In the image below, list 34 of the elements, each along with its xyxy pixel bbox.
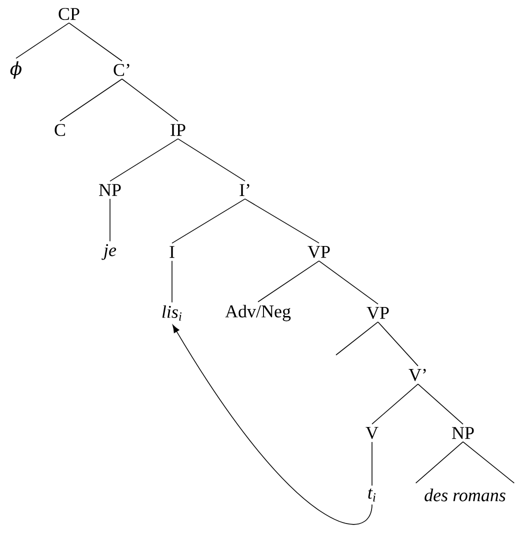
tree-label: lis$_{i}$ [162,305,182,321]
tree-label: Adv/Neg [225,304,291,322]
tree-label: I’ [240,184,250,196]
branch-line [110,138,178,182]
tree-label: VP [308,246,330,258]
branch-line [378,322,418,366]
tree-label: I [170,246,174,258]
branch-line [178,138,246,182]
triangle-roof [415,441,515,484]
tree-label: C’ [114,64,130,76]
branch-line [172,198,246,244]
tree-label: NP [452,427,474,439]
tree-label: je [102,244,116,260]
tree-label: C [54,124,66,136]
branch-line [122,78,178,122]
branch-line [60,78,122,122]
tree-label: ϕ [10,61,22,79]
tree-label: VP [366,306,389,320]
tree-label: t$_{i}$ [368,488,376,502]
movement-arrow [172,324,372,524]
branch-line [258,260,320,302]
branch-line [372,384,418,424]
branch-line [16,22,70,59]
tree-label: V’ [408,368,426,382]
branch-line [418,384,464,425]
branch-line [336,322,378,356]
branch-line [244,198,320,244]
tree-label: NP [99,184,121,196]
tree-label: IP [170,124,186,136]
tree-label: CP [58,8,80,20]
branch-line [318,260,378,304]
branch-line [68,22,122,62]
tree-label: V [366,426,378,440]
tree-label: des romans [424,488,506,502]
